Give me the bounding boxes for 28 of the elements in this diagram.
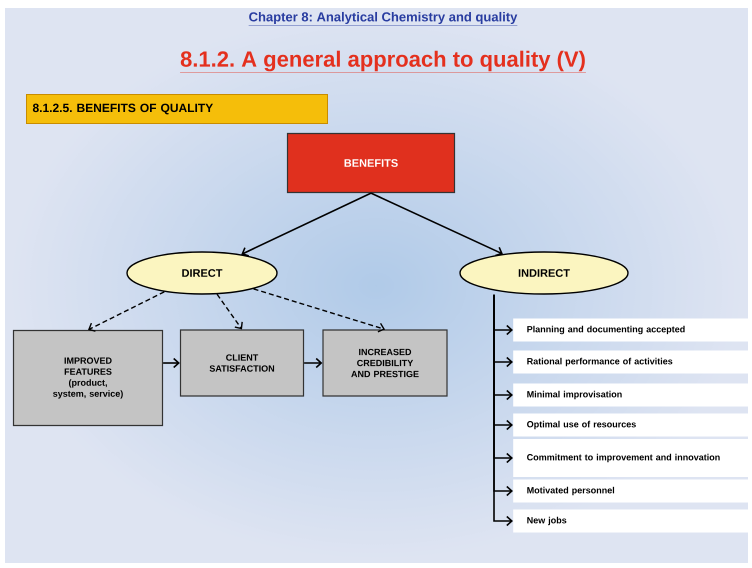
chapter-heading: Chapter 8: Analytical Chemistry and quality: [248, 12, 518, 26]
node-label: Motivated personnel: [527, 486, 614, 496]
outcome-box: INCREASED CREDIBILITY AND PRESTIGE: [322, 329, 448, 397]
benefit-box: Planning and documenting accepted: [513, 318, 752, 342]
node-label: Rational performance of activities: [527, 358, 672, 366]
benefit-box: Commitment to improvement and innovation: [513, 439, 752, 477]
node-label: Minimal improvisation: [527, 390, 622, 400]
node-label: Commitment to improvement and innovation: [527, 454, 720, 462]
arrow: [304, 358, 322, 368]
top-box: BENEFITS: [286, 132, 456, 194]
node-label: New jobs: [527, 516, 566, 526]
arrow: [241, 192, 372, 257]
node-label: Optimal use of resources: [527, 420, 636, 430]
benefit-box: Minimal improvisation: [513, 384, 752, 406]
node-label: Planning and documenting accepted: [527, 326, 685, 334]
arrow: [163, 358, 180, 368]
benefit-box: New jobs: [513, 510, 752, 532]
arrow: [216, 294, 243, 330]
section-banner: 8.1.2.5. BENEFITS OF QUALITY: [26, 94, 328, 124]
benefit-box: Motivated personnel: [513, 480, 752, 502]
outcome-box: IMPROVED FEATURES (product, system, service): [12, 330, 164, 426]
benefit-box: Optimal use of resources: [513, 414, 752, 436]
arrow: [88, 291, 165, 332]
benefit-box: Rational performance of activities: [513, 350, 752, 374]
arrow: [370, 192, 503, 256]
outcome-box: CLIENT SATISFACTION: [180, 329, 304, 397]
title: 8.1.2. A general approach to quality (V): [180, 50, 586, 73]
arrow: [253, 288, 385, 333]
